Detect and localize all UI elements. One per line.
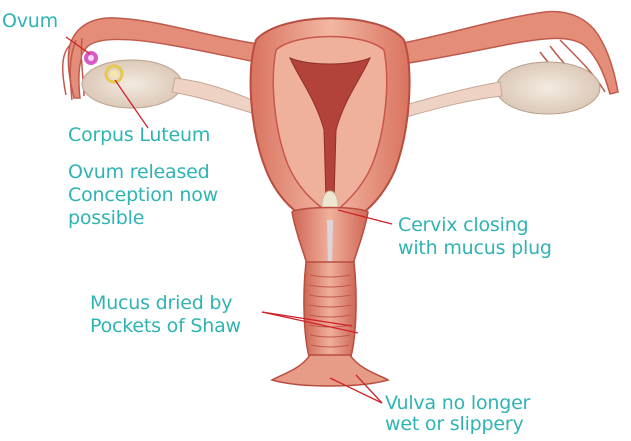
right-ovarian-ligament	[402, 82, 502, 118]
right-ovary	[496, 62, 600, 114]
label-corpus-luteum: Corpus Luteum	[68, 124, 210, 147]
left-ovary	[82, 60, 182, 108]
label-ovum: Ovum	[2, 10, 58, 33]
cervical-canal	[327, 220, 333, 268]
vulva	[272, 355, 388, 386]
left-ovarian-ligament	[172, 78, 262, 116]
